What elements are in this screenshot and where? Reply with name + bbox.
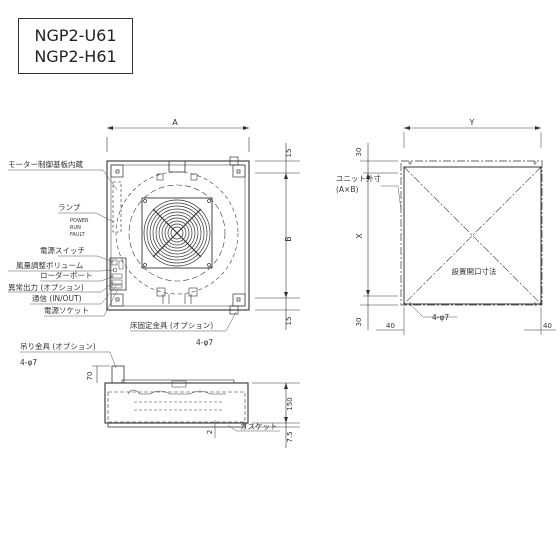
side-view [20, 351, 300, 448]
dim-150: 150 [286, 397, 294, 410]
label-comm: 通信 (IN/OUT) [32, 293, 82, 303]
dim-a-label: A [172, 118, 178, 127]
unit-body [106, 160, 250, 311]
opening-view-text: Y X 30 30 40 40 ユニット外寸 (A×B) 4-φ7 設置開口寸法 [336, 118, 552, 330]
dim-bottom-15: 15 [285, 317, 293, 326]
label-opening-holes: 4-φ7 [432, 313, 449, 322]
label-unit-outer: ユニット外寸 [336, 173, 381, 183]
label-hanging: 吊り金具 (オプション) [20, 341, 96, 351]
label-volume: 風量調整ボリューム [16, 260, 83, 270]
dim-x-label: X [355, 233, 364, 239]
model-name-1: NGP2-U61 [34, 26, 117, 45]
dim-bottom-30: 30 [355, 318, 363, 327]
label-side-holes: 4-φ7 [20, 358, 37, 367]
label-gasket: ガスケット [240, 421, 278, 431]
side-body [104, 382, 249, 424]
label-fault: FAULT [70, 232, 86, 238]
label-abnormal-output: 異常出力 (オプション) [8, 282, 84, 292]
dim-b-label: B [284, 236, 293, 242]
dim-top-15: 15 [285, 149, 293, 158]
front-view-text: A B 15 15 モーター制御基板内蔵 ランプ POWER RUN FAULT… [8, 118, 293, 347]
label-power-socket: 電源ソケット [44, 306, 89, 315]
model-name-box: NGP2-U61 NGP2-H61 [18, 18, 133, 74]
model-name-2: NGP2-H61 [34, 47, 117, 66]
dim-y-label: Y [469, 118, 475, 127]
dim-left-40: 40 [386, 322, 395, 330]
label-unit-outer-dim: (A×B) [336, 185, 358, 194]
label-power: POWER [70, 218, 89, 224]
dim-70: 70 [86, 372, 94, 381]
label-opening: 設置開口寸法 [452, 266, 497, 276]
label-loader-port: ローダーポート [40, 270, 93, 280]
control-panel [109, 257, 127, 291]
label-lamp: ランプ [58, 203, 81, 212]
label-power-switch: 電源スイッチ [40, 246, 85, 255]
label-floor-bracket: 床固定金具 (オプション) [130, 320, 213, 330]
dim-right-40: 40 [543, 322, 552, 330]
front-view [8, 126, 300, 332]
unit-outline [400, 160, 543, 306]
corner-brackets [110, 156, 246, 315]
opening-rect [403, 166, 542, 305]
dim-7-5: 7.5 [286, 431, 294, 442]
hanging-bracket [111, 365, 125, 384]
gasket [107, 422, 246, 428]
label-motor-board: モーター制御基板内蔵 [8, 159, 83, 169]
dim-2: 2 [206, 430, 214, 434]
fan-guard [141, 197, 213, 269]
dim-top-30: 30 [355, 148, 363, 157]
opening-view [360, 126, 556, 335]
label-floor-holes: 4-φ7 [196, 338, 213, 347]
side-view-text: 吊り金具 (オプション) 4-φ7 70 150 2 7.5 ガスケット [20, 341, 294, 443]
label-run: RUN [70, 225, 81, 231]
